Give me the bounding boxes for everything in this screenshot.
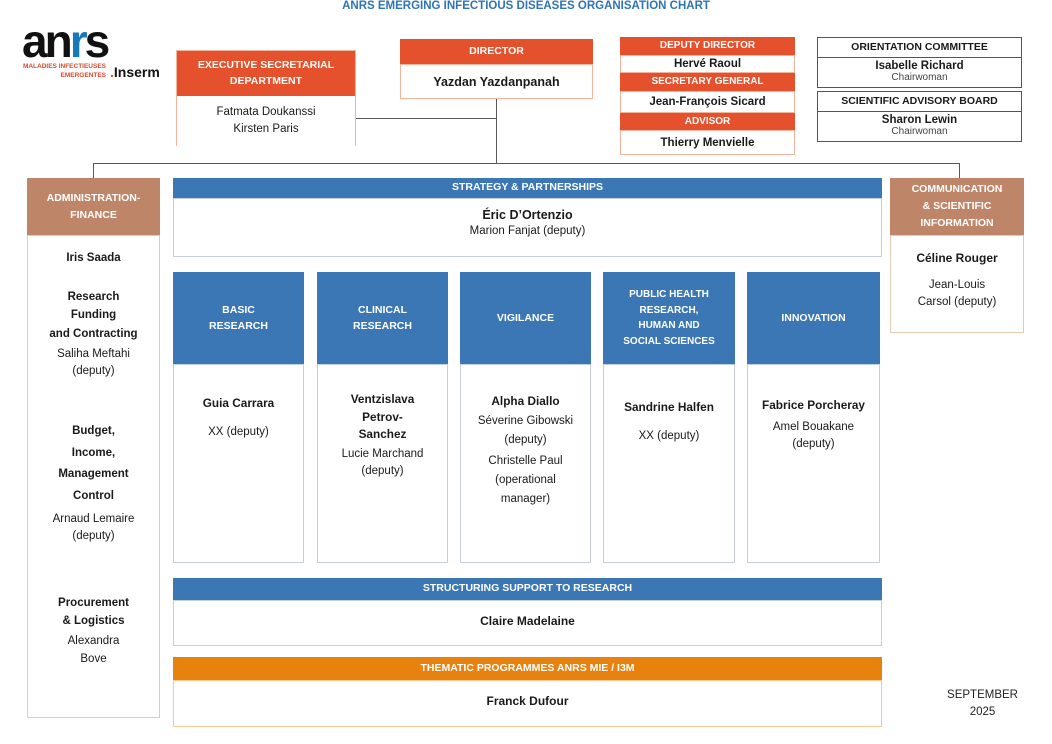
thematic-programmes-title: THEMATIC PROGRAMMES ANRS MIE / I3M xyxy=(173,657,882,680)
dept-deputy: XX (deputy) xyxy=(208,425,269,438)
strategy-partnerships-body: Éric D’Ortenzio Marion Fanjat (deputy) xyxy=(173,198,882,257)
structuring-support-box: STRUCTURING SUPPORT TO RESEARCH Claire M… xyxy=(173,578,882,646)
dept-title: PUBLIC HEALTH RESEARCH, HUMAN AND SOCIAL… xyxy=(603,272,735,364)
page-title: ANRS EMERGING INFECTIOUS DISEASES ORGANI… xyxy=(342,0,710,12)
dept-head-name: Sandrine Halfen xyxy=(624,400,714,414)
director-title: DIRECTOR xyxy=(400,39,593,64)
admin-head-name: Iris Saada xyxy=(66,252,121,264)
anrs-logo: anrs MALADIES INFECTIEUSES EMERGENTES .I… xyxy=(22,18,172,80)
scientific-advisory-board-role: Chairwoman xyxy=(891,126,948,137)
deputy-stack: DEPUTY DIRECTOR Hervé Raoul SECRETARY GE… xyxy=(620,37,795,155)
scientific-advisory-board-chair: Sharon Lewin xyxy=(881,114,958,126)
admin-unit-name: Procurement & Logistics xyxy=(58,596,129,627)
director-name: Yazdan Yazdanpanah xyxy=(400,64,593,99)
connector-director-down xyxy=(496,99,497,163)
dept-head-name: Guia Carrara xyxy=(202,396,275,410)
dept-title: INNOVATION xyxy=(747,272,880,364)
administration-finance-body: Iris Saada Research Funding and Contract… xyxy=(27,235,160,718)
inserm-dot: . xyxy=(110,63,114,80)
dept-clinical-research: CLINICAL RESEARCH Ventzislava Petrov- Sa… xyxy=(317,272,448,563)
scientific-advisory-board-title: SCIENTIFIC ADVISORY BOARD xyxy=(818,92,1021,112)
orientation-committee-chair: Isabelle Richard xyxy=(875,60,964,72)
connector-admin-stub xyxy=(93,163,94,178)
secretary-general-name: Jean-François Sicard xyxy=(620,91,795,113)
structuring-support-head: Claire Madelaine xyxy=(173,600,882,646)
inserm-logo: .Inserm xyxy=(110,64,160,80)
admin-unit-name: Budget, Income, Management Control xyxy=(58,424,129,503)
dept-public-health: PUBLIC HEALTH RESEARCH, HUMAN AND SOCIAL… xyxy=(603,272,735,563)
communication-title: COMMUNICATION & SCIENTIFIC INFORMATION xyxy=(890,178,1024,235)
administration-finance-box: ADMINISTRATION- FINANCE Iris Saada Resea… xyxy=(27,178,160,718)
advisor-name: Thierry Menvielle xyxy=(620,130,795,155)
dept-deputy: Lucie Marchand (deputy) xyxy=(341,448,424,477)
admin-unit-person: Arnaud Lemaire (deputy) xyxy=(52,513,135,543)
director-box: DIRECTOR Yazdan Yazdanpanah xyxy=(400,39,593,99)
communication-head-name: Céline Rouger xyxy=(916,251,998,265)
dept-deputy: Amel Bouakane (deputy) xyxy=(772,420,855,450)
deputy-director-title: DEPUTY DIRECTOR xyxy=(620,37,795,55)
dept-extra: Christelle Paul (operational manager) xyxy=(488,454,563,505)
orientation-committee-title: ORIENTATION COMMITTEE xyxy=(818,38,1021,58)
advisor-title: ADVISOR xyxy=(620,113,795,130)
admin-unit-person: Alexandra Bove xyxy=(67,635,120,665)
dept-title: BASIC RESEARCH xyxy=(173,272,304,364)
brand-s: s xyxy=(84,15,111,67)
strategy-head-name: Éric D’Ortenzio xyxy=(482,208,573,222)
connector-horizontal-rail xyxy=(93,163,960,164)
dept-deputy: XX (deputy) xyxy=(638,429,700,442)
dept-deputy: Séverine Gibowski (deputy) xyxy=(477,414,574,446)
admin-unit-person: Saliha Meftahi (deputy) xyxy=(57,348,130,378)
executive-secretarial-members: Fatmata Doukanssi Kirsten Paris xyxy=(177,96,355,147)
executive-secretarial-box: EXECUTIVE SECRETARIAL DEPARTMENT Fatmata… xyxy=(176,50,356,147)
brand-r: r xyxy=(69,15,88,67)
scientific-advisory-board: SCIENTIFIC ADVISORY BOARD Sharon Lewin C… xyxy=(817,91,1022,142)
connector-communication-stub xyxy=(959,163,960,178)
strategy-partnerships-box: STRATEGY & PARTNERSHIPS Éric D’Ortenzio … xyxy=(173,178,882,257)
dept-basic-research: BASIC RESEARCH Guia Carrara XX (deputy) xyxy=(173,272,304,563)
committees-box: ORIENTATION COMMITTEE Isabelle Richard C… xyxy=(817,37,1022,142)
strategy-partnerships-title: STRATEGY & PARTNERSHIPS xyxy=(173,178,882,198)
date-label: SEPTEMBER 2025 xyxy=(947,689,1018,719)
deputy-director-name: Hervé Raoul xyxy=(620,55,795,73)
anrs-brand-text: anrs xyxy=(22,18,172,64)
logo-tagline: MALADIES INFECTIEUSES EMERGENTES xyxy=(22,63,106,79)
dept-head-name: Ventzislava Petrov- Sanchez xyxy=(350,392,415,442)
communication-box: COMMUNICATION & SCIENTIFIC INFORMATION C… xyxy=(890,178,1024,333)
dept-head-name: Fabrice Porcheray xyxy=(762,398,865,412)
thematic-programmes-box: THEMATIC PROGRAMMES ANRS MIE / I3M Franc… xyxy=(173,657,882,727)
thematic-programmes-head: Franck Dufour xyxy=(173,680,882,727)
secretary-general-title: SECRETARY GENERAL xyxy=(620,73,795,91)
communication-deputy-name: Jean-Louis Carsol (deputy) xyxy=(917,279,997,309)
inserm-label: Inserm xyxy=(113,63,160,80)
admin-unit-name: Research Funding and Contracting xyxy=(49,291,138,340)
executive-secretarial-title: EXECUTIVE SECRETARIAL DEPARTMENT xyxy=(177,51,355,96)
orientation-committee-role: Chairwoman xyxy=(891,72,948,83)
dept-vigilance: VIGILANCE Alpha Diallo Séverine Gibowski… xyxy=(460,272,591,563)
brand-an: an xyxy=(22,15,73,67)
communication-body: Céline Rouger Jean-Louis Carsol (deputy) xyxy=(890,235,1024,333)
strategy-deputy-name: Marion Fanjat (deputy) xyxy=(469,225,586,237)
connector-exec-to-director xyxy=(355,118,496,119)
dept-title: VIGILANCE xyxy=(460,272,591,364)
structuring-support-title: STRUCTURING SUPPORT TO RESEARCH xyxy=(173,578,882,600)
dept-head-name: Alpha Diallo xyxy=(491,394,560,408)
dept-innovation: INNOVATION Fabrice Porcheray Amel Bouaka… xyxy=(747,272,880,563)
orientation-committee: ORIENTATION COMMITTEE Isabelle Richard C… xyxy=(817,37,1022,88)
administration-finance-title: ADMINISTRATION- FINANCE xyxy=(27,178,160,235)
dept-title: CLINICAL RESEARCH xyxy=(317,272,448,364)
